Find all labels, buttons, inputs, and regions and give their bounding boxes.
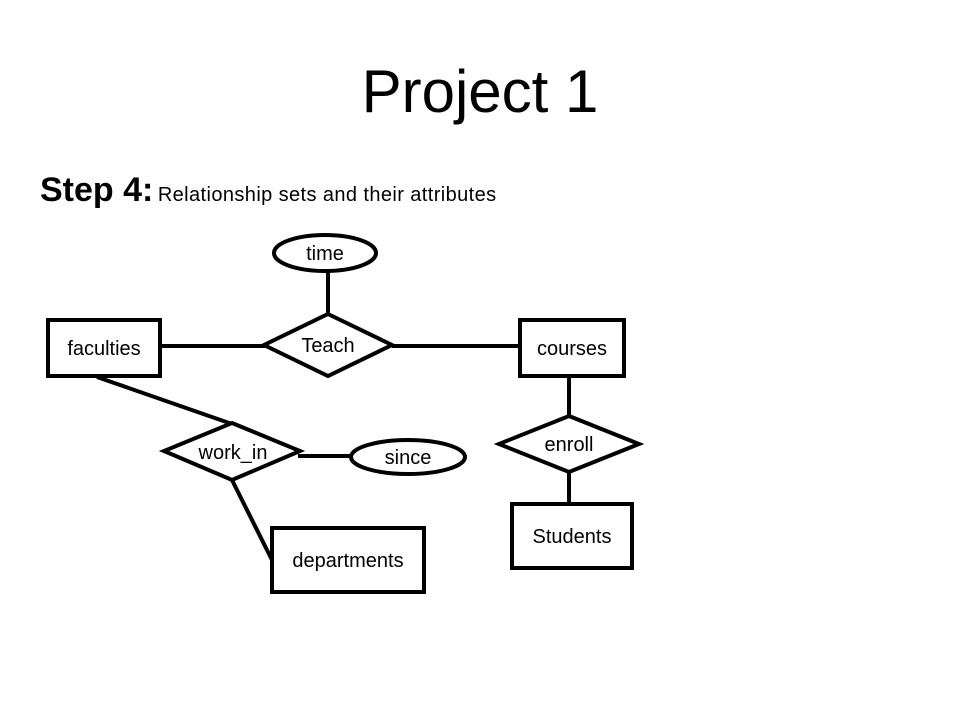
- relationship-teach: Teach: [259, 311, 397, 379]
- entity-box: [46, 318, 162, 378]
- relationship-label-work-in: work_in: [198, 442, 268, 464]
- relationship-diamond: [158, 420, 306, 483]
- relationship-work-in: work_in: [158, 420, 306, 483]
- relationship-diamond: [259, 311, 397, 379]
- entity-box: [270, 526, 426, 594]
- step-description: Relationship sets and their attributes: [157, 184, 497, 206]
- attribute-ellipse: [272, 233, 378, 273]
- relationship-enroll: enroll: [493, 413, 645, 475]
- entity-label-courses: courses: [537, 338, 607, 360]
- slide-subtitle: Step 4: Relationship sets and their attr…: [40, 168, 497, 219]
- line-faculties-workin: [96, 375, 233, 426]
- attribute-time: time: [272, 233, 378, 273]
- step-label: Step 4:: [40, 171, 154, 209]
- slide-title: Project 1: [361, 58, 599, 125]
- entity-departments: departments: [270, 526, 426, 594]
- entity-label-students: Students: [533, 526, 612, 548]
- entity-faculties: faculties: [46, 318, 162, 378]
- relationship-label-teach: Teach: [301, 335, 354, 357]
- relationship-label-enroll: enroll: [545, 434, 594, 456]
- entity-label-departments: departments: [292, 550, 403, 572]
- attribute-label-time: time: [306, 243, 344, 265]
- attribute-since: since: [349, 438, 467, 476]
- diagram-connectors: [96, 270, 571, 561]
- entity-box: [518, 318, 626, 378]
- entity-courses: courses: [518, 318, 626, 378]
- attribute-label-since: since: [385, 447, 432, 469]
- attribute-ellipse: [349, 438, 467, 476]
- line-workin-departments: [230, 479, 274, 561]
- entity-label-faculties: faculties: [67, 338, 140, 360]
- relationship-diamond: [493, 413, 645, 475]
- entity-students: Students: [510, 502, 634, 570]
- entity-box: [510, 502, 634, 570]
